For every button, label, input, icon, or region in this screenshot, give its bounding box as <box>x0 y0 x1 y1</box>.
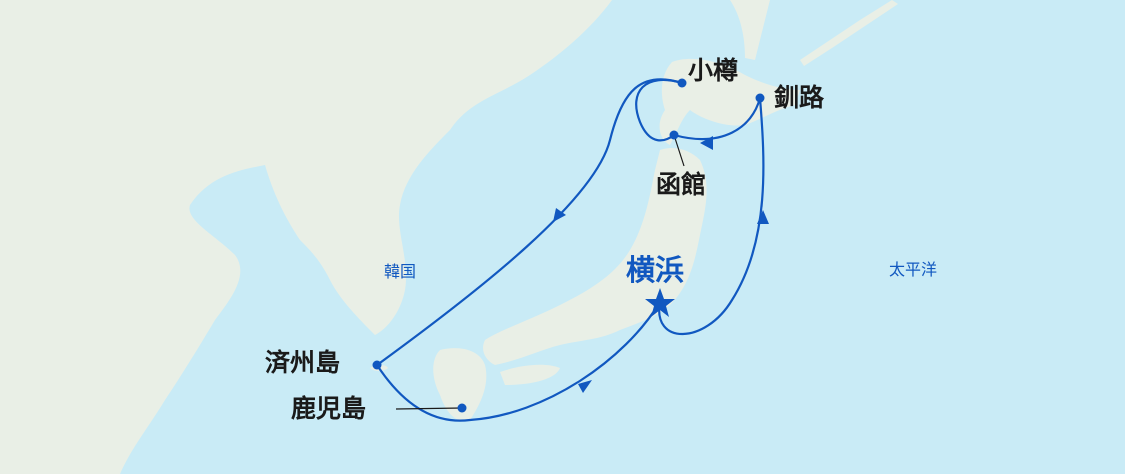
route-jeju-kagoshima-yokohama <box>376 301 661 422</box>
honshu <box>483 148 707 365</box>
port-label-hakodate: 函館 <box>656 170 707 199</box>
route-kushiro-hakodate <box>673 97 762 141</box>
routes <box>376 78 765 422</box>
route-otaru-jeju <box>376 78 683 366</box>
route-arrows <box>553 136 769 393</box>
port-markers <box>372 78 765 413</box>
star-icon <box>645 288 675 317</box>
port-label-kushiro: 釧路 <box>774 83 825 112</box>
hakodate-dot <box>669 130 679 140</box>
route-yokohama-kushiro <box>658 97 765 335</box>
otaru-dot <box>677 78 687 88</box>
arrow-icon <box>553 208 566 222</box>
region-label-pacific: 太平洋 <box>889 260 938 279</box>
arrow-icon <box>578 380 592 393</box>
sakhalin <box>730 0 770 60</box>
port-label-yokohama: 横浜 <box>626 253 685 287</box>
region-label-korea: 韓国 <box>384 262 417 281</box>
port-label-otaru: 小樽 <box>688 56 739 85</box>
kagoshima-leader <box>395 407 463 410</box>
hokkaido <box>659 58 800 146</box>
kuril-islands <box>800 0 898 66</box>
leader-lines <box>395 134 685 410</box>
arrow-icon <box>757 210 769 224</box>
shikoku <box>500 364 560 385</box>
kyushu <box>433 348 487 421</box>
jeju-dot <box>372 360 382 370</box>
kushiro-dot <box>755 93 765 103</box>
land <box>0 0 898 474</box>
arrow-icon <box>700 136 713 150</box>
asia-mainland <box>0 0 612 474</box>
port-label-kagoshima: 鹿児島 <box>291 394 367 423</box>
port-label-jeju: 済州島 <box>265 348 341 377</box>
hakodate-leader <box>673 134 685 167</box>
kagoshima-dot <box>457 403 467 413</box>
